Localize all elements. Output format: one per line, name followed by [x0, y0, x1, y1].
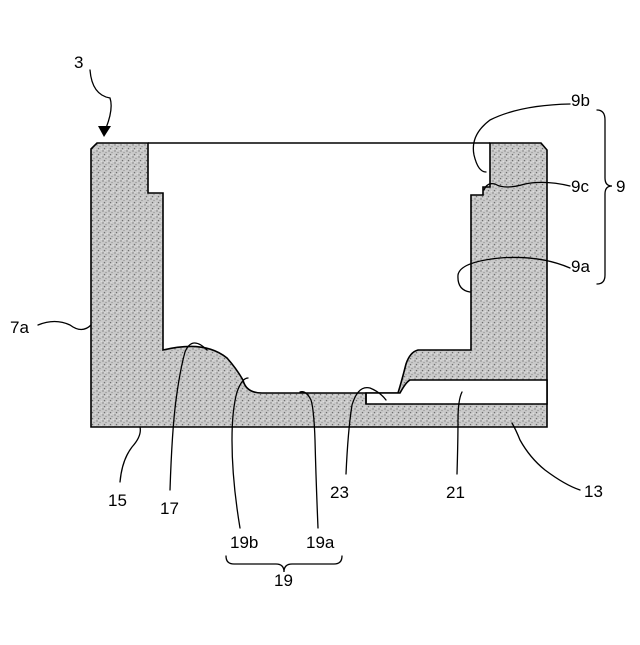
label-3: 3: [74, 53, 83, 72]
label-9b: 9b: [571, 91, 590, 110]
label-19: 19: [274, 571, 293, 590]
label-19a: 19a: [306, 533, 335, 552]
channel-21: [366, 380, 547, 404]
arrowhead-3: [98, 126, 111, 137]
label-21: 21: [446, 483, 465, 502]
label-9: 9: [616, 177, 625, 196]
leader-3: [90, 70, 111, 133]
label-19b: 19b: [230, 533, 258, 552]
label-9c: 9c: [571, 177, 589, 196]
label-23: 23: [330, 483, 349, 502]
leader-15: [120, 427, 140, 482]
label-13: 13: [584, 482, 603, 501]
leader-7a: [38, 322, 91, 330]
leader-13: [512, 423, 580, 490]
label-17: 17: [160, 499, 179, 518]
label-9a: 9a: [571, 257, 590, 276]
brace-19: [226, 556, 342, 572]
label-7a: 7a: [10, 318, 29, 337]
brace-9: [597, 110, 612, 284]
label-15: 15: [108, 491, 127, 510]
